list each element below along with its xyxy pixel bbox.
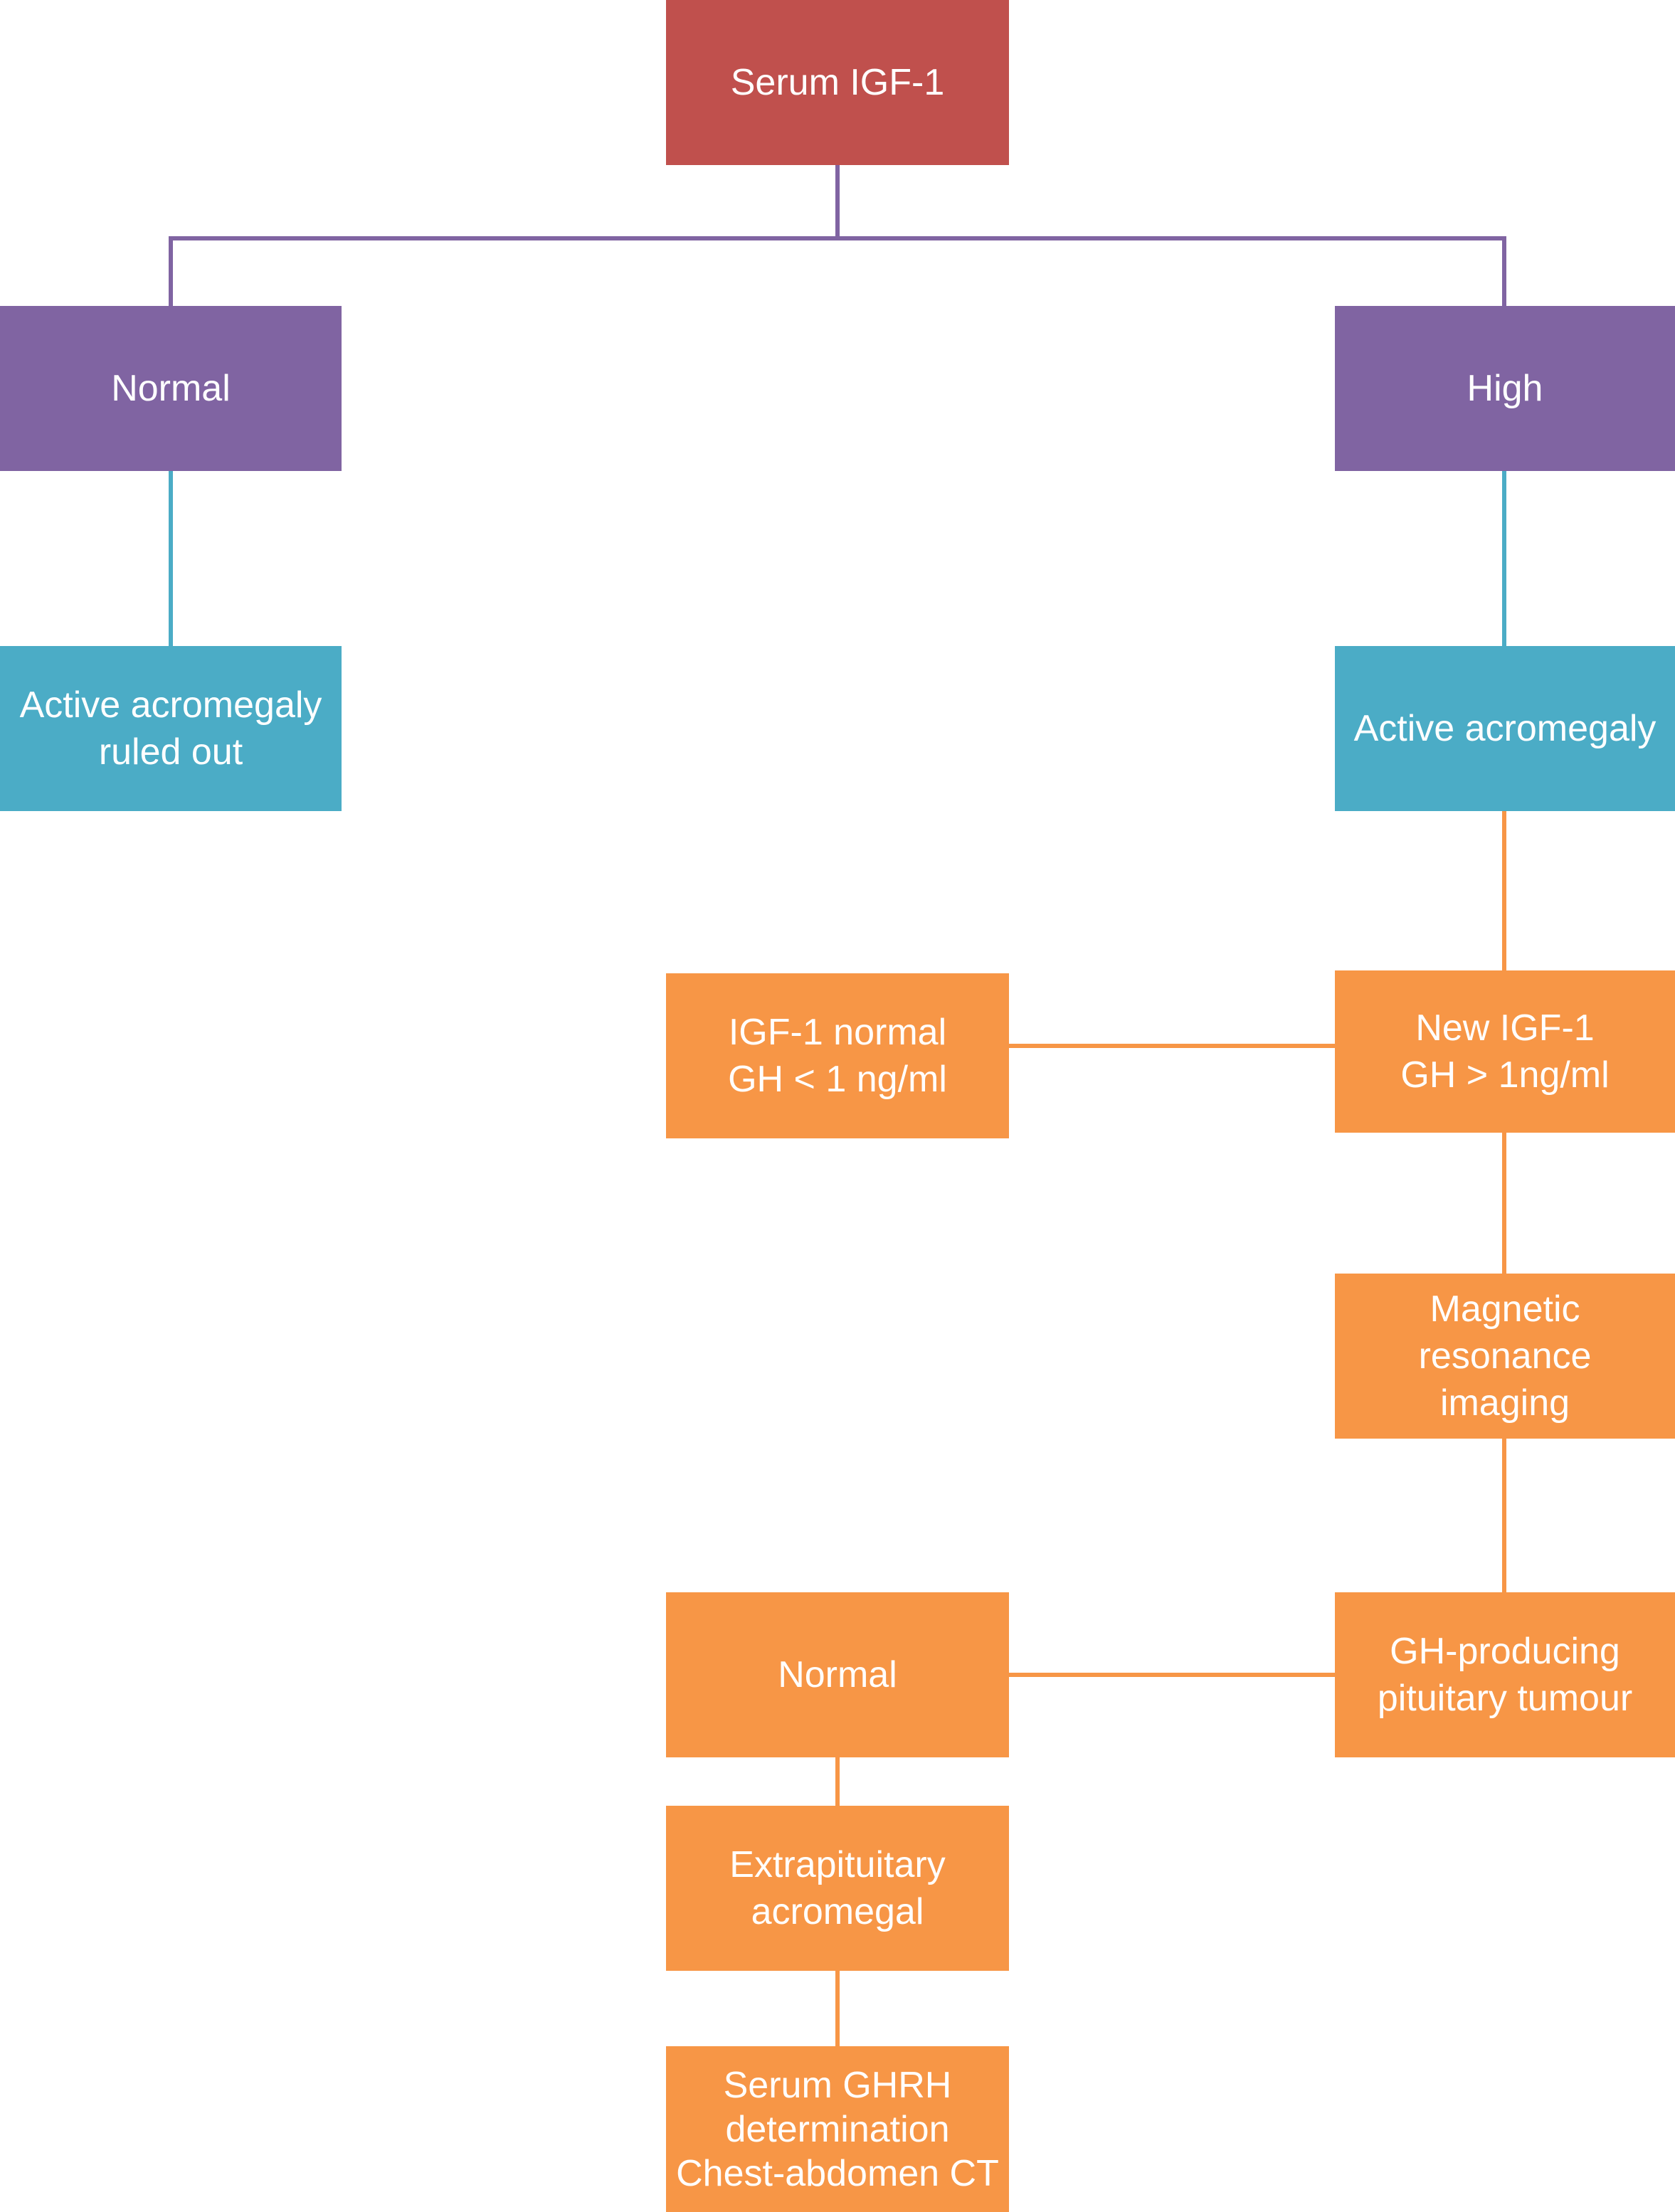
node-serum-igf1: Serum IGF-1 bbox=[666, 0, 1009, 165]
node-active-acromegaly-ruled-out: Active acromegaly ruled out bbox=[0, 646, 342, 811]
connector-branch-horizontal bbox=[169, 236, 1506, 240]
connector-to-normal bbox=[169, 236, 173, 306]
connector-extrapituitary-to-ghrh bbox=[835, 1971, 840, 2046]
connector-normal-to-ruled-out bbox=[169, 471, 173, 646]
node-mri: Magnetic resonance imaging bbox=[1335, 1274, 1675, 1439]
connector-mri-to-tumour bbox=[1502, 1439, 1506, 1592]
node-igf1-normal: IGF-1 normal GH < 1 ng/ml bbox=[666, 973, 1009, 1138]
connector-normal-to-extrapituitary bbox=[835, 1757, 840, 1806]
connector-new-test-to-mri bbox=[1502, 1133, 1506, 1274]
node-gh-producing-tumour: GH-producing pituitary tumour bbox=[1335, 1592, 1675, 1757]
node-new-igf1-test: New IGF-1 GH > 1ng/ml bbox=[1335, 970, 1675, 1133]
connector-tumour-to-normal bbox=[1009, 1673, 1335, 1677]
node-serum-ghrh-ct: Serum GHRH determination Chest-abdomen C… bbox=[666, 2046, 1009, 2212]
node-mri-normal: Normal bbox=[666, 1592, 1009, 1757]
node-high: High bbox=[1335, 306, 1675, 471]
connector-active-to-new-test bbox=[1502, 811, 1506, 970]
connector-to-high bbox=[1502, 236, 1506, 306]
connector-root-down bbox=[835, 165, 840, 240]
node-active-acromegaly: Active acromegaly bbox=[1335, 646, 1675, 811]
connector-high-to-active bbox=[1502, 471, 1506, 646]
node-normal: Normal bbox=[0, 306, 342, 471]
node-extrapituitary-acromegaly: Extrapituitary acromegal bbox=[666, 1806, 1009, 1971]
connector-new-test-to-igf-normal bbox=[1009, 1044, 1335, 1048]
